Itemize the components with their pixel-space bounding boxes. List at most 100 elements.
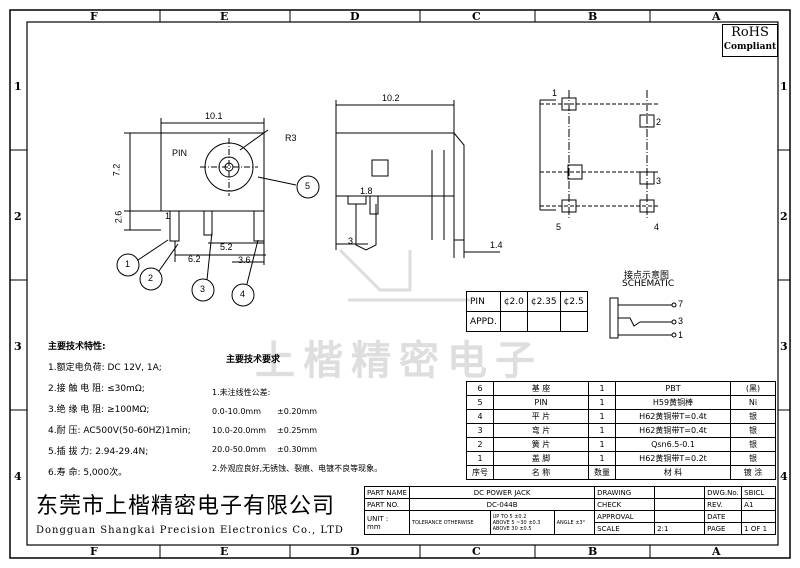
part-no-value: DC-044B	[408, 498, 596, 511]
watermark-text: 上楷精密电子	[255, 338, 543, 384]
bom-material: Qsn6.5-0.1	[615, 437, 731, 452]
zone-row-2: 2	[14, 210, 22, 223]
bom-name: 簧 片	[493, 437, 589, 452]
bom-finish: (黑)	[730, 381, 776, 396]
schem-pin-3: 3	[678, 316, 684, 326]
table-row: 1 盖 脚 1 H62黄铜带T=0.2t 银	[466, 451, 776, 466]
zone-col-f-bottom: F	[90, 545, 98, 558]
spec-item: 1.额定电负荷: DC 12V, 1A;	[48, 363, 162, 373]
dim-radius: R3	[285, 133, 297, 143]
bom-qty: 1	[588, 395, 616, 410]
pcb-pin-1: 1	[552, 88, 558, 98]
bom-header-no: 序号	[466, 465, 494, 480]
pcb-pin-2: 2	[656, 117, 662, 127]
approval-label: APPROVAL	[594, 510, 656, 523]
dim-front-height: 7.2	[111, 163, 122, 177]
dim-3-6: 3.6	[238, 255, 251, 265]
scale-label: SCALE	[594, 522, 656, 535]
dwg-no-value: SBICL	[741, 486, 776, 499]
bom-finish: 银	[730, 451, 776, 466]
bom-no: 5	[466, 395, 494, 410]
scale-value: 2:1	[654, 522, 706, 535]
bom-header-finish: 镀 涂	[730, 465, 776, 480]
dim-1: 1	[165, 211, 171, 221]
tol-line: ABOVE 5 ~30 ±0.3	[492, 519, 541, 526]
bom-header-row: 序号 名 称 数量 材 料 镀 涂	[466, 465, 776, 480]
callout-4: 4	[240, 289, 246, 299]
table-row: 3 弯 片 1 H62黄铜带T=0.4t 银	[466, 423, 776, 438]
bom-table: 6 基 座 1 PBT (黑) 5 PIN 1 H59黄铜棒 Ni 4 平 片 …	[466, 381, 776, 480]
zone-row-3: 3	[14, 340, 22, 353]
tol-range: 0.0-10.0mm	[212, 407, 262, 416]
zone-row-4-right: 4	[780, 470, 788, 483]
part-no-label: PART NO.	[364, 498, 410, 511]
bom-name: 盖 脚	[493, 451, 589, 466]
zone-col-a-bottom: A	[712, 545, 721, 558]
pcb-layout	[539, 90, 660, 220]
bom-name: 平 片	[493, 409, 589, 424]
tol-line: UP TO 5 ±0.2	[492, 513, 527, 520]
tol-line: ABOVE 30 ±0.5	[492, 525, 532, 532]
zone-col-a: A	[712, 10, 721, 23]
unit-value: mm	[367, 522, 381, 531]
drawing-label: DRAWING	[594, 486, 656, 499]
page-label: PAGE	[704, 522, 743, 535]
angle-cell: ANGLE ±3°	[553, 510, 596, 535]
callout-3: 3	[200, 284, 206, 294]
zone-col-c: C	[472, 10, 481, 23]
rev-value: A1	[741, 498, 776, 511]
bom-qty: 1	[588, 437, 616, 452]
front-view	[116, 118, 320, 307]
bom-header-material: 材 料	[615, 465, 731, 480]
tolerance-values: UP TO 5 ±0.2 ABOVE 5 ~30 ±0.3 ABOVE 30 ±…	[489, 510, 555, 535]
bom-finish: Ni	[730, 395, 776, 410]
pin-size-table: PIN ¢2.0 ¢2.35 ¢2.5 APPD.	[466, 291, 588, 332]
dim-front-width: 10.1	[205, 111, 223, 121]
angle-value: ±3°	[575, 519, 586, 526]
dim-6-2: 6.2	[188, 254, 201, 264]
zone-col-d-bottom: D	[350, 545, 360, 558]
angle-label: ANGLE	[556, 519, 574, 526]
tol-value: ±0.30mm	[277, 445, 318, 454]
dim-1-4: 1.4	[490, 240, 503, 250]
appd-cell-1	[499, 311, 528, 332]
zone-row-1: 1	[14, 80, 22, 93]
appd-cell-3	[559, 311, 588, 332]
schematic-title-en: SCHEMATIC	[622, 279, 675, 289]
zone-col-f: F	[90, 10, 98, 23]
zone-row-2-right: 2	[780, 210, 788, 223]
date-label: DATE	[704, 510, 743, 523]
callout-2: 2	[148, 273, 154, 283]
spec-item: 2.接 触 电 阻: ≤30mΩ;	[48, 384, 145, 394]
tolerance-heading: 1.未注线性公差:	[212, 388, 271, 397]
spec-item: 4.耐 压: AC500V(50-60HZ)1min;	[48, 426, 191, 436]
dim-2-6: 2.6	[113, 210, 124, 224]
callout-5: 5	[305, 181, 311, 191]
zone-col-c-bottom: C	[472, 545, 481, 558]
bom-name: PIN	[493, 395, 589, 410]
spec-item: 3.绝 缘 电 阻: ≥100MΩ;	[48, 405, 150, 415]
specs-heading: 主要技术特性:	[48, 342, 106, 352]
requirements-heading: 主要技术要求	[226, 355, 281, 365]
pin-label-cell: PIN	[466, 291, 501, 312]
dim-5-2: 5.2	[220, 242, 233, 252]
company-name-cn: 东莞市上楷精密电子有限公司	[36, 494, 336, 519]
table-row: 4 平 片 1 H62黄铜带T=0.4t 银	[466, 409, 776, 424]
zone-row-4: 4	[14, 470, 22, 483]
bom-material: H62黄铜带T=0.2t	[615, 451, 731, 466]
part-name-label: PART NAME	[364, 486, 410, 499]
rev-label: REV.	[704, 498, 743, 511]
bom-material: H59黄铜棒	[615, 395, 731, 410]
bom-qty: 1	[588, 381, 616, 396]
bom-qty: 1	[588, 451, 616, 466]
tolerance-block: 1.未注线性公差: 0.0-10.0mm±0.20mm 10.0-20.0mm±…	[212, 383, 382, 478]
pin-size-3: ¢2.5	[559, 291, 588, 312]
table-row: 6 基 座 1 PBT (黑)	[466, 381, 776, 396]
zone-row-1-right: 1	[780, 80, 788, 93]
schem-pin-7: 7	[678, 299, 684, 309]
bom-finish: 银	[730, 409, 776, 424]
unit-label: UNIT :	[367, 514, 389, 523]
pcb-pin-4: 4	[654, 222, 660, 232]
tol-value: ±0.25mm	[277, 426, 318, 435]
